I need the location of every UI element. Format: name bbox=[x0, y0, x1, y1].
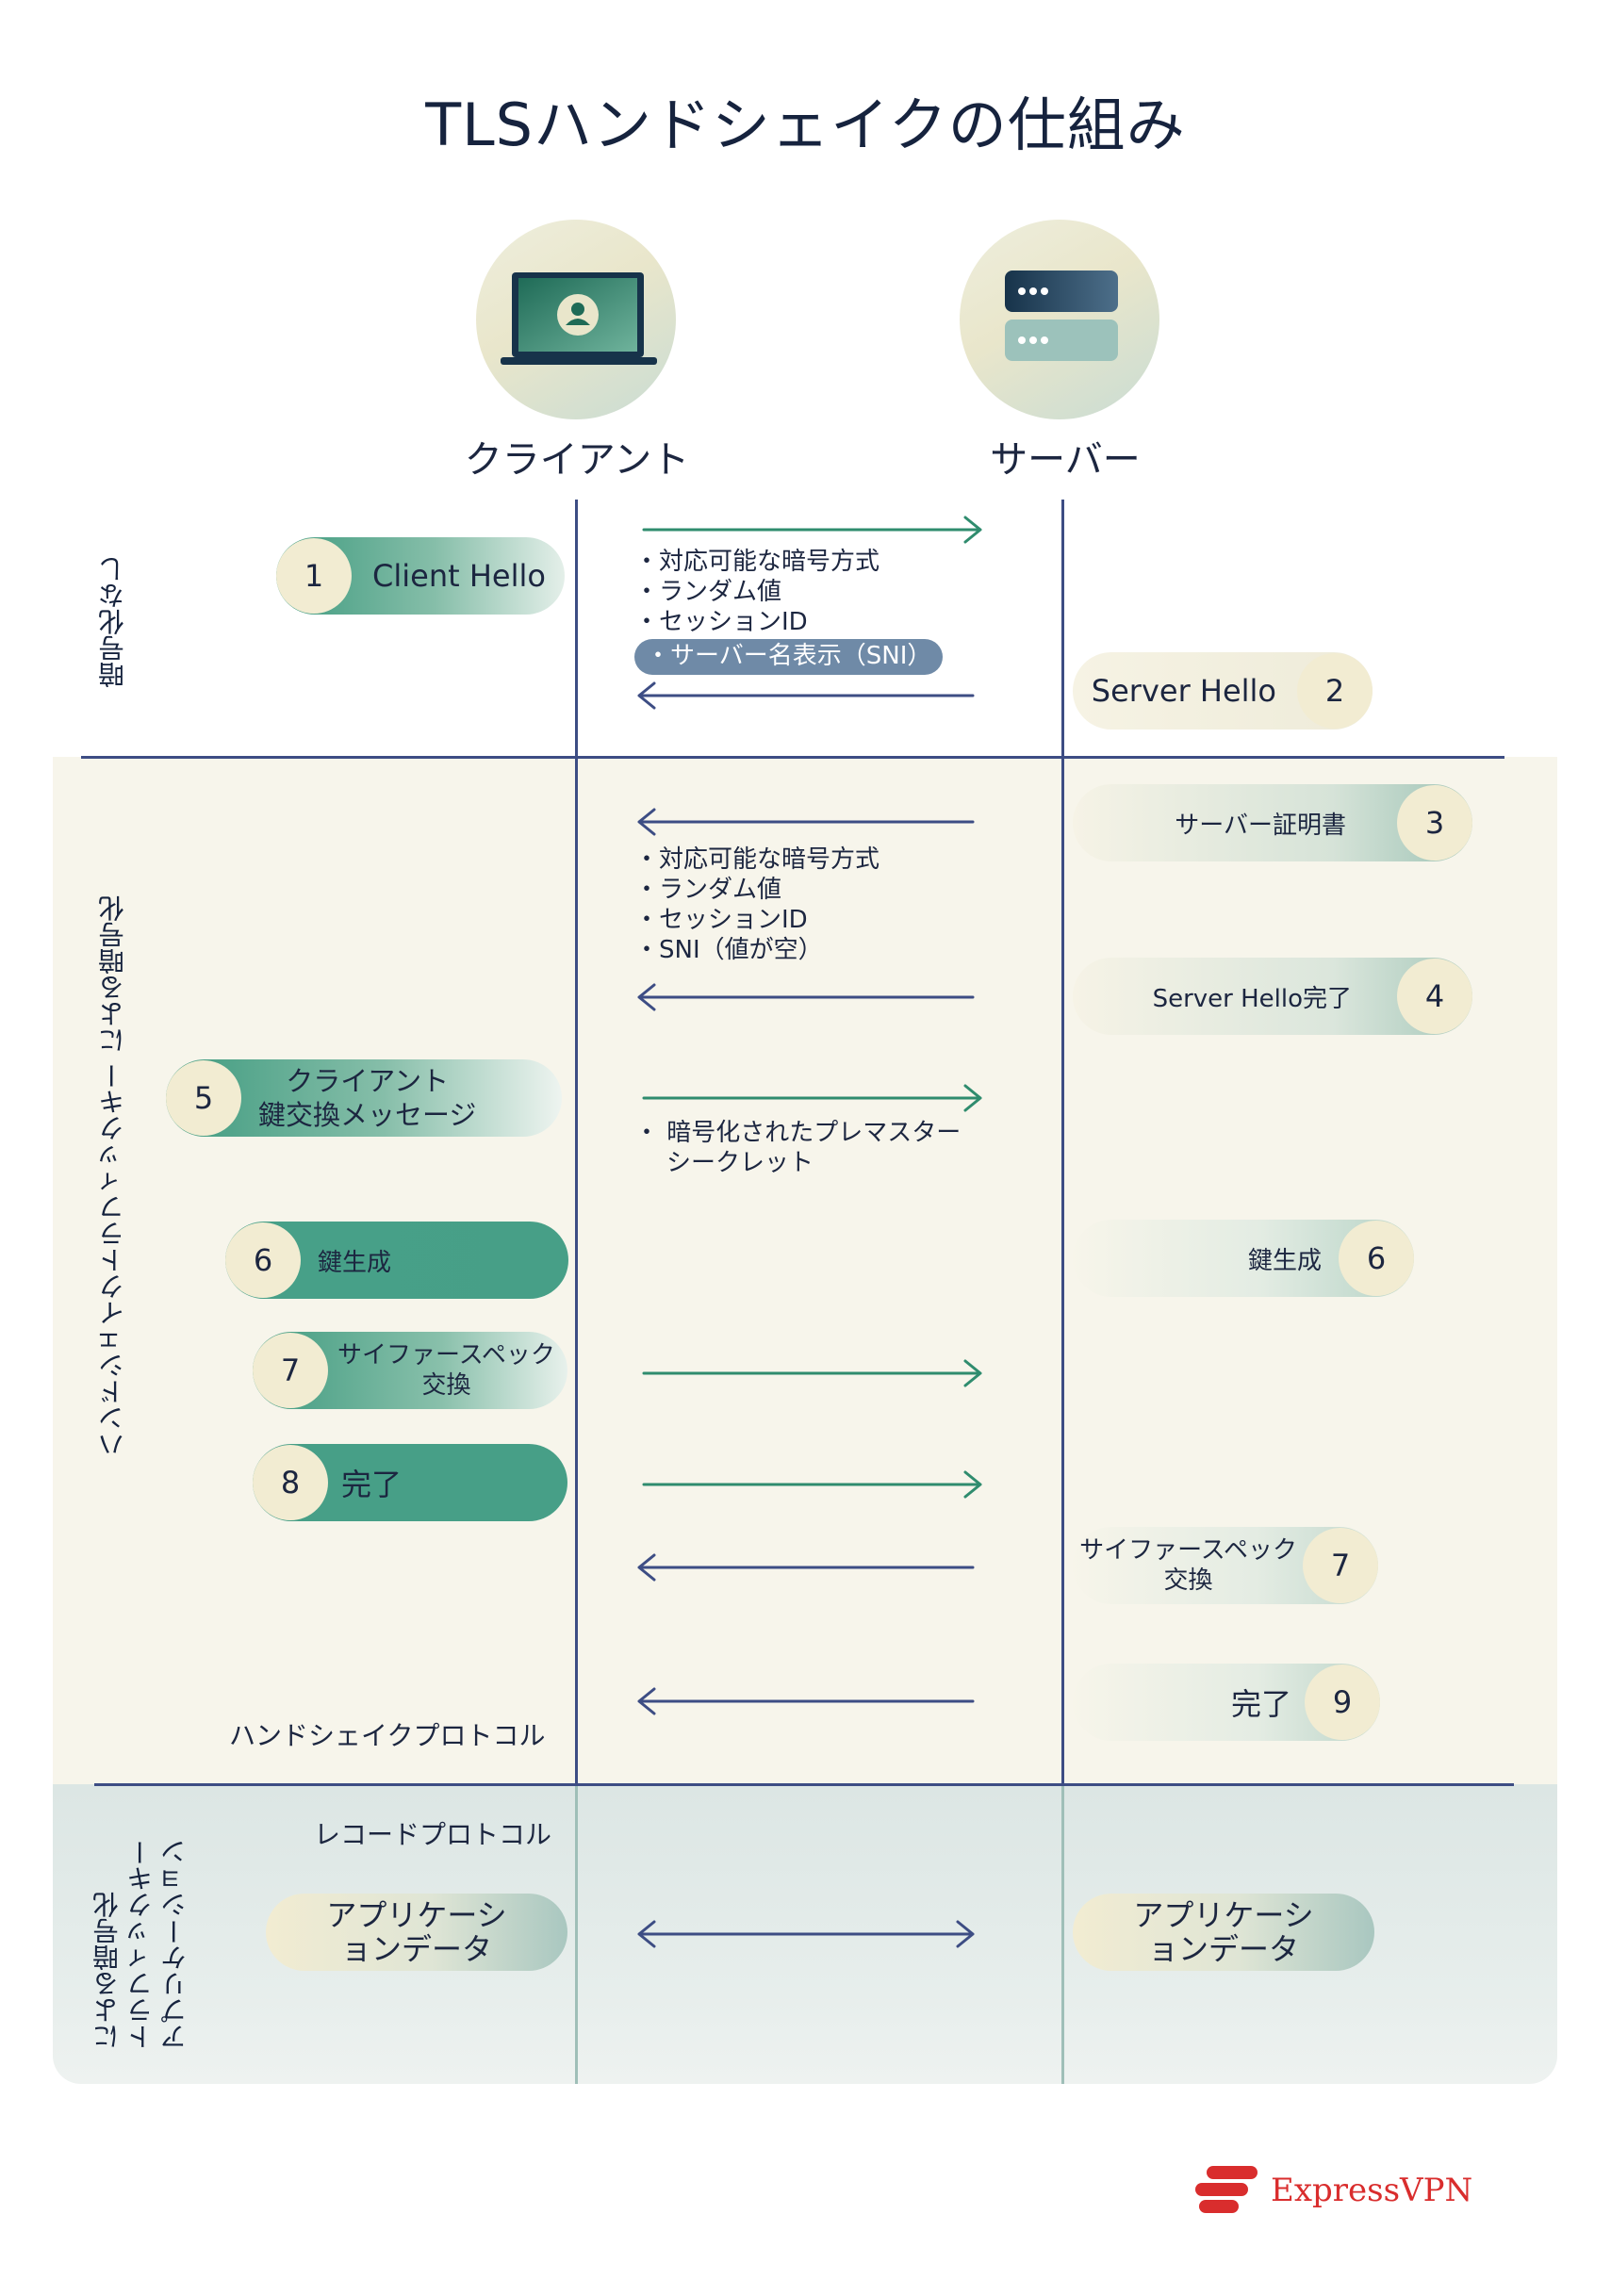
section-divider-1 bbox=[81, 756, 1504, 759]
step-number: 9 bbox=[1305, 1665, 1380, 1740]
server-icon bbox=[1005, 271, 1118, 361]
step-number: 4 bbox=[1397, 959, 1472, 1034]
brand-name: ExpressVPN bbox=[1271, 2172, 1473, 2209]
step-number: 1 bbox=[276, 538, 352, 614]
step-label: クライアント 鍵交換メッセージ bbox=[258, 1065, 477, 1131]
bullet-item: ・対応可能な暗号方式 bbox=[634, 548, 880, 576]
arrow-application-data bbox=[637, 1920, 975, 1948]
step-number: 5 bbox=[166, 1060, 241, 1136]
record-protocol-label: レコードプロトコル bbox=[314, 1819, 552, 1850]
client-application-data: アプリケーシ ョンデータ bbox=[266, 1894, 567, 1971]
client-lifeline-record bbox=[575, 1784, 578, 2084]
brand-logo: ExpressVPN bbox=[1193, 2164, 1472, 2217]
arrow-server-certificate bbox=[637, 808, 975, 836]
step-number: 8 bbox=[253, 1445, 328, 1520]
server-hello-details: ・対応可能な暗号方式 ・ランダム値 ・セッションID ・SNI（値が空） bbox=[634, 845, 879, 965]
laptop-user-icon bbox=[501, 272, 657, 365]
step-client-change-cipher-spec: 7 サイファースペック 交換 bbox=[253, 1332, 567, 1409]
step-server-hello: Server Hello 2 bbox=[1073, 652, 1373, 730]
step-number: 6 bbox=[225, 1222, 301, 1298]
sni-highlight: ・サーバー名表示（SNI） bbox=[634, 639, 944, 675]
server-application-data: アプリケーシ ョンデータ bbox=[1073, 1894, 1374, 1971]
arrow-client-finished bbox=[642, 1470, 982, 1499]
step-number: 2 bbox=[1297, 653, 1373, 729]
client-lifeline bbox=[575, 500, 578, 1784]
arrow-client-key-exchange bbox=[642, 1084, 982, 1112]
handshake-protocol-label: ハンドシェイクプロトコル bbox=[229, 1720, 546, 1751]
app-data-label: アプリケーシ ョンデータ bbox=[326, 1897, 507, 1967]
step-server-key-generation: 鍵生成 6 bbox=[1073, 1220, 1414, 1297]
bullet-item: シークレット bbox=[666, 1149, 814, 1177]
step-label: サイファースペック 交換 bbox=[337, 1341, 555, 1400]
step-label: 完了 bbox=[1230, 1686, 1291, 1722]
step-label: Server Hello完了 bbox=[1152, 984, 1352, 1013]
step-label: 完了 bbox=[341, 1467, 403, 1502]
arrow-client-cipher-spec bbox=[642, 1359, 982, 1387]
step-number: 7 bbox=[253, 1333, 328, 1408]
bullet-item: ・サーバー名表示（SNI） bbox=[634, 639, 944, 675]
expressvpn-logo-icon bbox=[1195, 2166, 1258, 2213]
bullet-item: ・セッションID bbox=[634, 608, 808, 636]
server-label: サーバー bbox=[990, 438, 1141, 482]
section-divider-2 bbox=[94, 1783, 1514, 1786]
client-hello-details: ・対応可能な暗号方式 ・ランダム値 ・セッションID ・サーバー名表示（SNI） bbox=[634, 547, 944, 675]
step-server-change-cipher-spec: サイファースペック 交換 7 bbox=[1073, 1527, 1378, 1604]
step-client-hello: 1 Client Hello bbox=[276, 537, 565, 615]
step-server-hello-done: Server Hello完了 4 bbox=[1073, 958, 1472, 1035]
premaster-details: ・ 暗号化されたプレマスター シークレット bbox=[634, 1118, 961, 1178]
step-number: 3 bbox=[1397, 785, 1472, 861]
client-avatar bbox=[476, 220, 676, 419]
step-label: サーバー証明書 bbox=[1175, 811, 1346, 840]
step-label: 鍵生成 bbox=[1247, 1246, 1322, 1275]
app-data-label: アプリケーシ ョンデータ bbox=[1133, 1897, 1314, 1967]
server-lifeline bbox=[1061, 500, 1064, 1784]
bullet-item: ・対応可能な暗号方式 bbox=[634, 845, 880, 874]
step-server-certificate: サーバー証明書 3 bbox=[1073, 784, 1472, 861]
step-server-finished: 完了 9 bbox=[1073, 1664, 1380, 1741]
server-avatar bbox=[960, 220, 1159, 419]
arrow-server-cipher-spec bbox=[637, 1553, 975, 1582]
bullet-item: ・SNI（値が空） bbox=[634, 936, 823, 964]
server-lifeline-record bbox=[1061, 1784, 1064, 2084]
step-label: 鍵生成 bbox=[318, 1248, 392, 1277]
step-label: Server Hello bbox=[1091, 673, 1276, 709]
arrow-server-hello bbox=[637, 681, 975, 710]
step-client-key-exchange: 5 クライアント 鍵交換メッセージ bbox=[166, 1059, 562, 1137]
step-number: 7 bbox=[1303, 1528, 1378, 1603]
bullet-item: ・ 暗号化されたプレマスター bbox=[634, 1119, 962, 1147]
page-title: TLSハンドシェイクの仕組み bbox=[425, 90, 1186, 159]
arrow-server-finished bbox=[637, 1687, 975, 1715]
step-label: Client Hello bbox=[372, 558, 546, 594]
client-label: クライアント bbox=[464, 438, 690, 482]
step-client-finished: 8 完了 bbox=[253, 1444, 567, 1521]
step-client-key-generation: 6 鍵生成 bbox=[225, 1222, 568, 1299]
bullet-item: ・セッションID bbox=[634, 906, 808, 934]
arrow-server-hello-done bbox=[637, 983, 975, 1011]
bullet-item: ・ランダム値 bbox=[634, 578, 782, 606]
bullet-item: ・ランダム値 bbox=[634, 876, 782, 904]
step-number: 6 bbox=[1339, 1221, 1414, 1296]
step-label: サイファースペック 交換 bbox=[1079, 1536, 1297, 1595]
arrow-client-hello bbox=[642, 516, 982, 544]
